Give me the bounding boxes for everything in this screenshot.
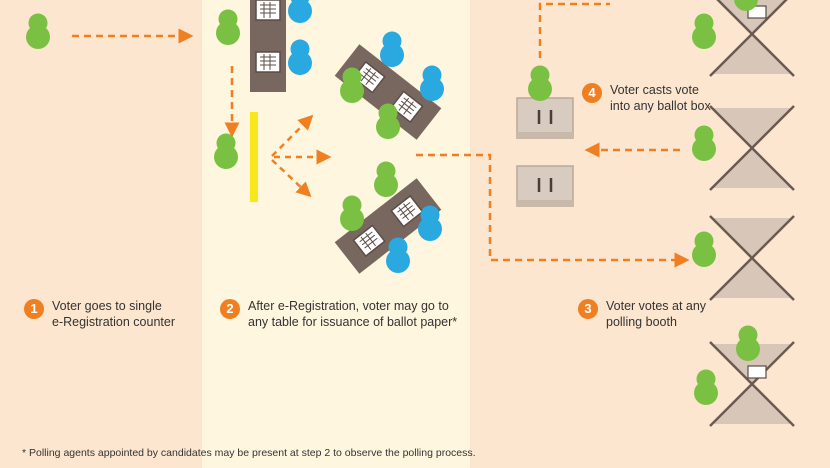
polling-booth [708,104,796,192]
voter-icon [214,133,238,169]
polling-booth [708,214,796,302]
voter-icon [692,231,716,267]
voter-icon [694,369,718,405]
voter-icon [692,13,716,49]
ballot-issuance-table-upper [334,44,442,140]
voter-icon [26,13,50,49]
voter-icon [340,195,364,231]
zone-registration [0,0,202,468]
step-4-text: Voter casts vote into any ballot box [610,83,711,113]
official-icon [386,237,410,273]
official-icon [288,0,312,23]
laptop-icon [255,51,281,73]
footnote: * Polling agents appointed by candidates… [22,447,476,459]
flow-arrow [271,159,312,198]
counter-barrier [250,112,258,202]
ballot-paper-icon [747,365,767,379]
official-icon [380,31,404,67]
voter-icon [216,9,240,45]
step-2: 2 After e-Registration, voter may go to … [220,298,457,330]
step-2-badge: 2 [220,299,240,319]
step-1-badge: 1 [24,299,44,319]
voter-icon [736,325,760,361]
flow-arrow [271,114,314,157]
flow-arrow [538,2,610,58]
voter-icon [340,67,364,103]
step-4-badge: 4 [582,83,602,103]
official-icon [418,205,442,241]
flow-arrow [416,153,690,268]
voter-icon [376,103,400,139]
official-icon [420,65,444,101]
official-icon [288,39,312,75]
step-3: 3 Voter votes at any polling booth [578,298,706,330]
voter-icon [374,161,398,197]
step-2-text: After e-Registration, voter may go to an… [248,299,458,329]
ballot-box [515,164,575,208]
laptop-icon [255,0,281,21]
step-1-text: Voter goes to single e-Registration coun… [52,299,175,329]
step-3-badge: 3 [578,299,598,319]
voter-icon [692,125,716,161]
step-3-text: Voter votes at any polling booth [606,299,707,329]
step-4: 4 Voter casts vote into any ballot box [582,82,711,114]
voter-icon [528,65,552,101]
ballot-box [515,96,575,140]
ballot-issuance-table-lower [334,178,442,274]
step-1: 1 Voter goes to single e-Registration co… [24,298,175,330]
